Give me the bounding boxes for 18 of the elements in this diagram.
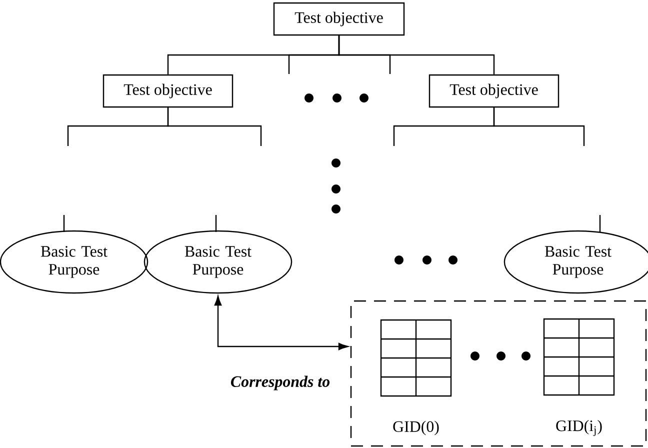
connector-line xyxy=(599,215,601,232)
connector-line xyxy=(167,108,262,146)
dashed-frame xyxy=(350,300,647,447)
objective-box: Test objective xyxy=(273,2,405,36)
grid-label: GID(i$_{j}$) xyxy=(556,420,602,436)
ellipse-node: Basic Test Purpose xyxy=(0,230,148,294)
ellipse-node: Basic Test Purpose xyxy=(144,230,292,294)
connector-line xyxy=(63,215,65,232)
objective-box: Test objective xyxy=(102,74,234,108)
connector-line xyxy=(493,108,585,146)
connector-arrow xyxy=(214,296,348,350)
connector-line xyxy=(338,36,495,74)
objective-box: Test objective xyxy=(428,74,560,108)
grid-label: GID(0) xyxy=(393,420,439,436)
table-grid xyxy=(543,318,615,396)
table-grid xyxy=(380,319,452,397)
edge-label: Corresponds to xyxy=(231,376,330,390)
connector-line xyxy=(215,215,217,232)
